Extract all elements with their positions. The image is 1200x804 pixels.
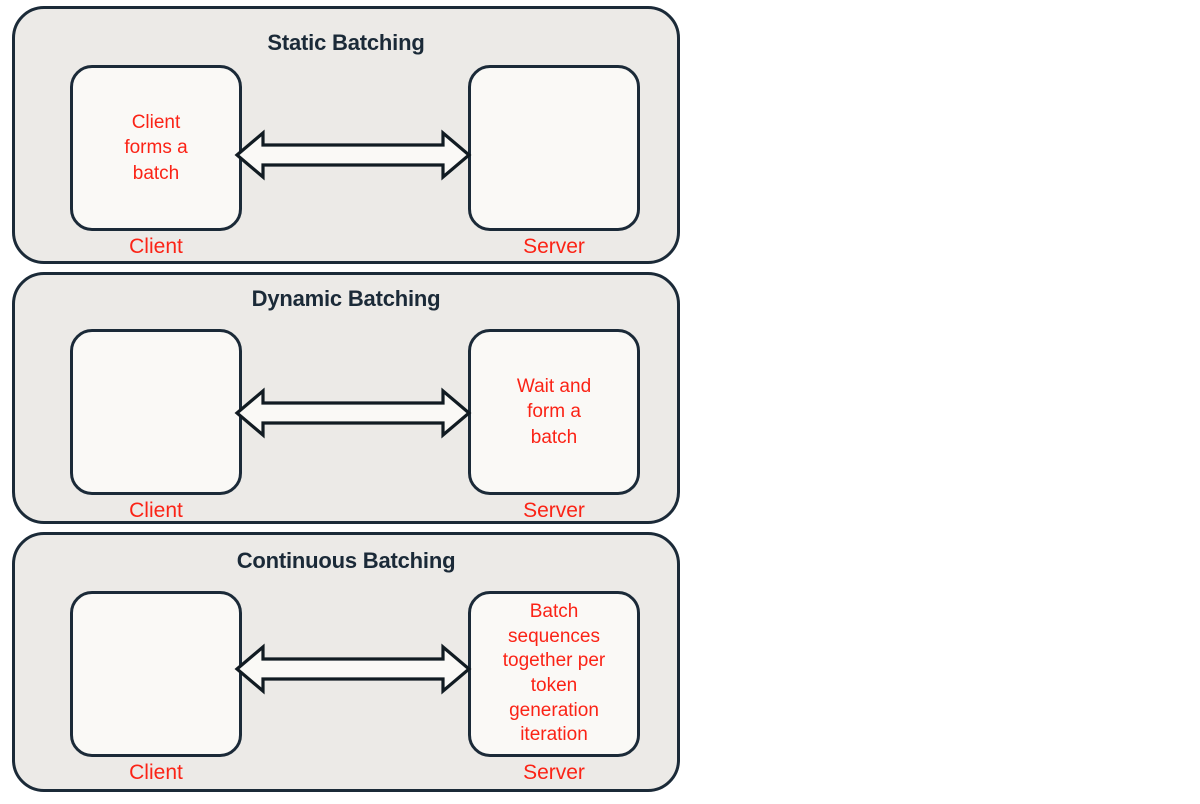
- client-node-continuous: [70, 591, 242, 757]
- server-label-static: Server: [523, 235, 585, 258]
- server-node-text-dynamic: Wait and form a batch: [516, 376, 592, 448]
- panel-continuous-batching: Continuous Batching Batch sequences toge…: [12, 532, 680, 792]
- panel-dynamic-batching: Dynamic Batching Wait and form a batch C…: [12, 272, 680, 524]
- client-label-dynamic: Client: [129, 499, 183, 522]
- panel-static-batching: Static Batching Client forms a batch Cli…: [12, 6, 680, 264]
- client-node-dynamic: [70, 329, 242, 495]
- panel-title-dynamic: Dynamic Batching: [251, 286, 441, 311]
- server-node-text-continuous: Batch sequences together per token gener…: [502, 600, 606, 746]
- bidirectional-arrow-icon: [234, 643, 472, 695]
- client-node-static: Client forms a batch: [70, 65, 242, 231]
- bidirectional-arrow-icon: [234, 129, 472, 181]
- server-node-static: [468, 65, 640, 231]
- client-node-text-static: Client forms a batch: [124, 112, 188, 184]
- server-node-dynamic: Wait and form a batch: [468, 329, 640, 495]
- server-label-dynamic: Server: [523, 499, 585, 522]
- server-label-continuous: Server: [523, 761, 585, 784]
- bidirectional-arrow-icon: [234, 387, 472, 439]
- panel-title-continuous: Continuous Batching: [236, 548, 456, 573]
- client-label-continuous: Client: [129, 761, 183, 784]
- panel-title-static: Static Batching: [267, 30, 425, 55]
- client-label-static: Client: [129, 235, 183, 258]
- server-node-continuous: Batch sequences together per token gener…: [468, 591, 640, 757]
